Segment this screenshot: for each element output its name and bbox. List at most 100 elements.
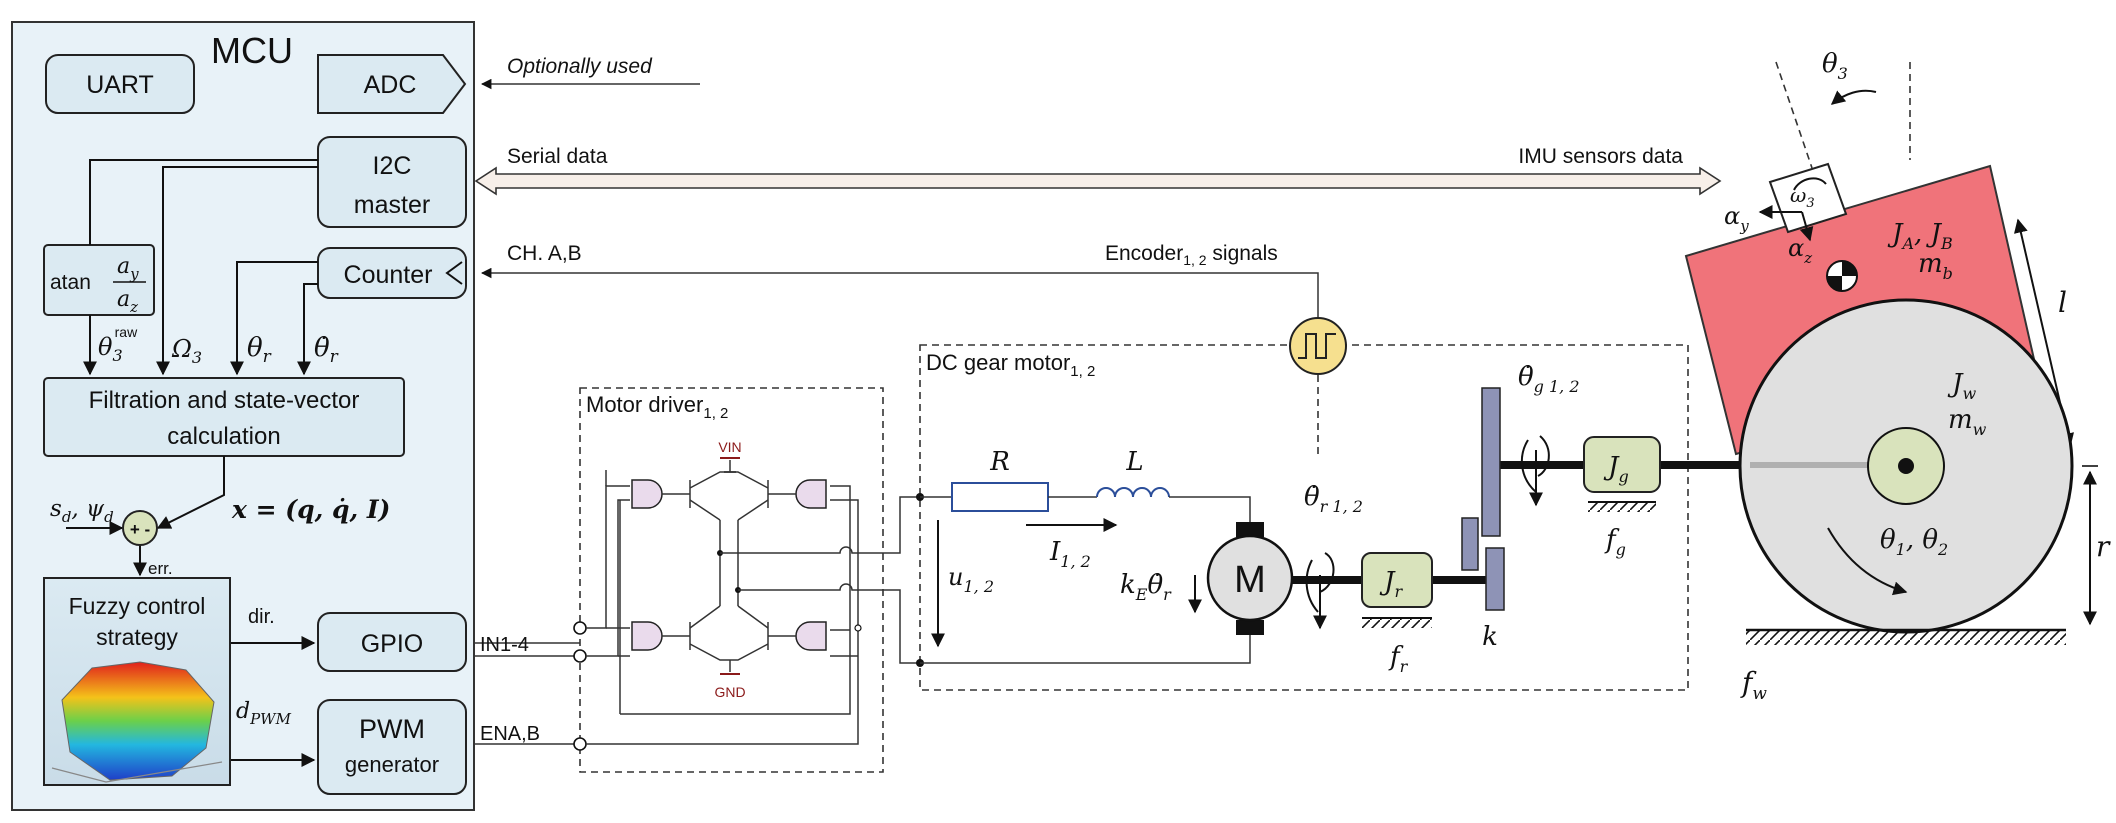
ja-symbol: J: [1887, 219, 1904, 249]
motor-label: M: [1234, 559, 1266, 601]
dpwm-sub: PWM: [249, 710, 292, 728]
svg-text:θ1, θ2: θ1, θ2: [1880, 525, 1948, 559]
pwm-label-line2: generator: [345, 752, 439, 777]
driver-title-sub: 1, 2: [703, 405, 728, 422]
svg-text:fg: fg: [1604, 525, 1626, 559]
serial-data-label: Serial data: [507, 145, 608, 168]
state-vector-label: x = (q, q̇, I): [231, 495, 390, 524]
theta3-raw-symbol: θ: [98, 333, 113, 361]
svg-text:az: az: [117, 287, 138, 316]
alpha-y-sub: y: [1739, 217, 1749, 235]
mcu-title: MCU: [211, 30, 293, 71]
driver-title: Motor driver: [586, 392, 703, 417]
svg-text:ay: ay: [117, 254, 139, 283]
ch-ab-label: CH. A,B: [507, 242, 582, 265]
omega3-sub: 3: [192, 348, 202, 367]
gear-large-lower: [1485, 547, 1505, 611]
gear-large-upper: [1481, 387, 1501, 537]
theta-g12-sub: g 1, 2: [1534, 377, 1580, 396]
mb-symbol: m: [1918, 249, 1943, 279]
gear-stiffness-k: k: [1482, 622, 1498, 652]
dpwm-symbol: d: [236, 699, 250, 724]
jg-sub: g: [1618, 467, 1628, 486]
theta3-symbol: θ: [1822, 49, 1838, 79]
mw-symbol: m: [1948, 405, 1973, 435]
fuzzy-surface-icon: [61, 661, 215, 781]
imu-sensor-icon: [1768, 162, 1848, 234]
theta-r12-symbol: θ̇: [1304, 482, 1320, 512]
svg-text:JA, JB: JA, JB: [1887, 219, 1953, 253]
encoder-label: Encoder: [1105, 242, 1183, 265]
jg-symbol: J: [1603, 452, 1620, 482]
omega3-symbol: Ω: [171, 335, 192, 363]
gear-inertia-jg: [1583, 436, 1661, 493]
dc-gear-motor-panel: DC gear motor1, 2 R L I1, 2 u1, 2 kEθ̇r …: [916, 317, 1750, 691]
omega3-robot-symbol: ω: [1790, 183, 1806, 207]
alpha-y-symbol: α: [1724, 202, 1740, 230]
back-emf-k: k: [1120, 570, 1136, 600]
back-emf-theta-sub: r: [1163, 585, 1172, 604]
adc-label: ADC: [364, 71, 417, 99]
theta1-symbol: θ: [1880, 525, 1896, 555]
adc-block: ADC: [317, 54, 467, 114]
encoder-tail: signals: [1207, 242, 1278, 265]
filtration-block: Filtration and state-vector calculation: [43, 377, 405, 457]
atan-numerator-sub: y: [129, 265, 139, 283]
motor-title-sub: 1, 2: [1070, 363, 1095, 380]
gnd-label: GND: [714, 684, 745, 700]
counter-block: Counter: [317, 247, 467, 299]
filtration-label-line1: Filtration and state-vector: [89, 387, 360, 414]
voltage-symbol: u: [948, 563, 963, 591]
dir-label: dir.: [248, 606, 275, 628]
ja-sub: A: [1900, 234, 1914, 253]
radius-r-label: r: [2096, 530, 2111, 563]
optionally-used-label: Optionally used: [507, 55, 653, 78]
gear-small: [1461, 517, 1479, 571]
svg-text:Motor driver1, 2: Motor driver1, 2: [586, 392, 728, 422]
current-symbol: I: [1049, 537, 1061, 567]
control-outputs: IN1-4 ENA,B: [475, 634, 580, 745]
encoder-icon: [1289, 317, 1347, 375]
gpio-label: GPIO: [361, 630, 424, 658]
serial-data-bus: Serial data IMU sensors data: [474, 145, 1722, 196]
alpha-z-symbol: α: [1788, 234, 1804, 262]
back-emf-theta: θ̇: [1147, 570, 1163, 600]
length-l-label: l: [2058, 286, 2067, 319]
svg-text:fr: fr: [1388, 642, 1409, 676]
theta-g12-symbol: θ̇: [1518, 362, 1534, 392]
fg-sub: g: [1616, 540, 1626, 559]
optional-signal: Optionally used: [480, 55, 700, 90]
fw-sub: w: [1752, 684, 1767, 704]
svg-text:θ̇g 1, 2: θ̇g 1, 2: [1518, 362, 1580, 396]
svg-text:Jr: Jr: [1379, 567, 1403, 601]
robot-model: θ3 ω3 αy αz JA, JB mb l Jw mw θ1, θ2 fw: [1684, 49, 2111, 704]
svg-text:DC gear motor1, 2: DC gear motor1, 2: [926, 350, 1095, 380]
pwm-label-line1: PWM: [359, 714, 425, 744]
theta1-sub: 1: [1896, 540, 1906, 559]
resistor-r: [951, 482, 1049, 512]
svg-text:θ3raw: θ3raw: [98, 324, 138, 365]
theta2-sub: 2: [1937, 540, 1948, 559]
rotor-inertia-jr: [1361, 552, 1433, 608]
svg-text:θr: θr: [247, 333, 272, 367]
svg-text:Encoder1, 2 signals: Encoder1, 2 signals: [1105, 242, 1278, 268]
theta-r-symbol: θ: [247, 333, 263, 363]
psid-sub: d: [104, 508, 114, 526]
atan-denominator: a: [117, 287, 130, 312]
theta-r12-sub: r 1, 2: [1320, 497, 1363, 516]
svg-text:Jg: Jg: [1603, 452, 1629, 486]
imu-data-label: IMU sensors data: [1518, 145, 1683, 168]
theta-r-sub: r: [263, 347, 272, 367]
svg-text:mb: mb: [1918, 249, 1953, 283]
filtration-label-line2: calculation: [167, 423, 280, 450]
svg-text:I1, 2: I1, 2: [1049, 537, 1091, 571]
theta3-raw-sub: 3: [112, 346, 122, 365]
encoder-signal: CH. A,B Encoder1, 2 signals: [480, 242, 1319, 330]
inductor-label: L: [1125, 447, 1143, 477]
atan-numerator: a: [117, 254, 130, 279]
svg-text:ω3: ω3: [1790, 183, 1815, 211]
i2c-label-line1: I2C: [373, 152, 412, 180]
counter-label: Counter: [344, 261, 433, 289]
svg-text:dPWM: dPWM: [236, 699, 292, 728]
